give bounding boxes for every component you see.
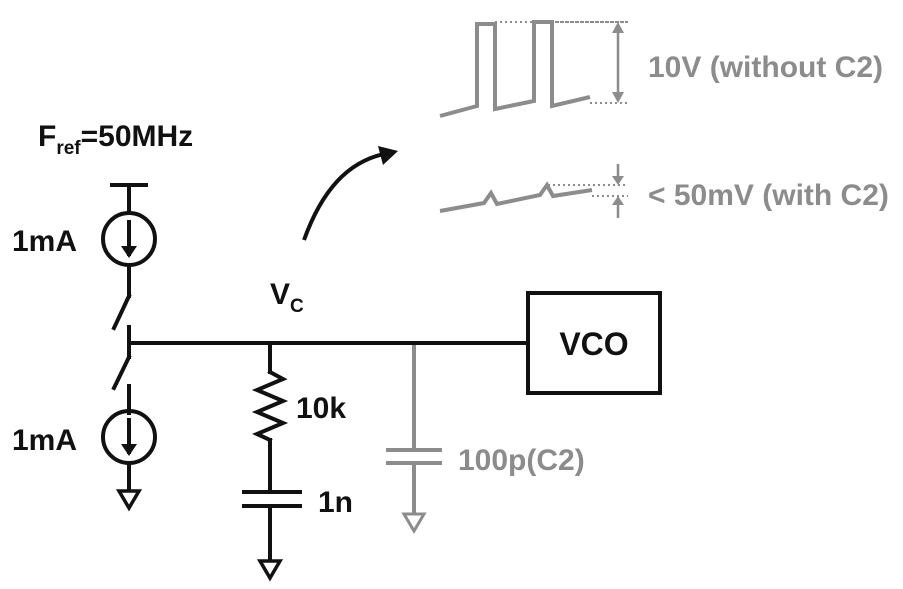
capacitor-1n [242,490,302,582]
c2-label: 100p(C2) [458,444,585,477]
down-switch [111,341,132,415]
capacitor-label: 1n [318,486,353,519]
vc-label: VC [270,278,304,317]
ground-symbol-left [115,489,143,512]
current-top-label: 1mA [12,225,77,258]
with-c2-label: < 50mV (with C2) [648,179,889,212]
ground-symbol-mid [256,559,284,582]
vco-label: VCO [559,326,628,362]
ground-symbol-c2 [401,512,427,534]
resistor-10k [251,341,289,494]
without-c2-label: 10V (without C2) [648,51,883,84]
waveform-with-c2 [439,164,628,218]
curved-arrow [302,146,398,241]
capacitor-c2 [386,345,442,534]
current-bottom-label: 1mA [12,424,77,457]
bottom-current-source [101,409,157,512]
waveform-without-c2 [439,20,628,118]
resistor-label: 10k [296,392,346,425]
vco-block [526,291,662,395]
fref-label: Fref=50MHz [38,120,193,159]
top-current-source [101,183,157,298]
up-switch [111,293,132,345]
